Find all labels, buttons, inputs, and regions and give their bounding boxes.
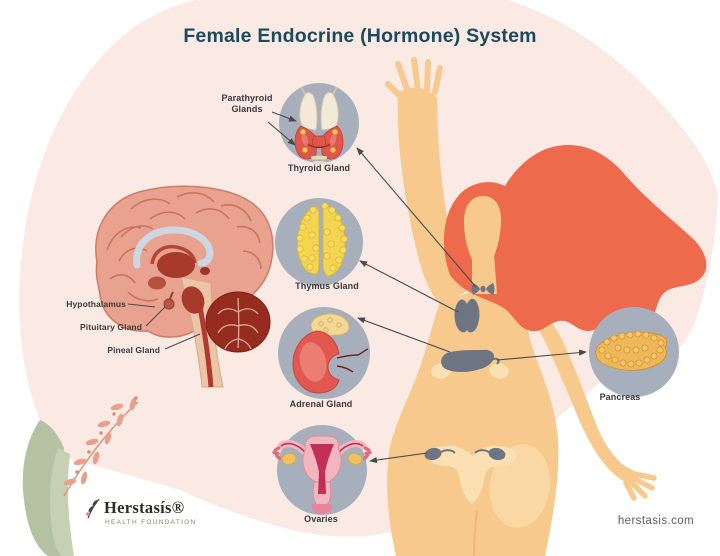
thymus-lobules [296, 202, 348, 272]
pituitary-body [163, 298, 175, 310]
label-parathyroid-line2: Glands [231, 104, 263, 114]
label-ovaries: Ovaries [304, 514, 338, 524]
brain-gyri [106, 192, 262, 302]
ovaries-uterus-illustration [272, 435, 372, 514]
ovary-marker-right [488, 447, 506, 461]
figure-hair-lock [497, 196, 512, 263]
connector-arrows [267, 111, 587, 464]
adrenal-gland-illustration [292, 313, 369, 394]
figure-hair [443, 144, 707, 332]
thyroid-marker [471, 283, 480, 295]
ovaries-callout [272, 425, 372, 515]
arrow-pancreas [496, 349, 587, 361]
label-adrenal-gland: Adrenal Gland [289, 399, 353, 409]
thyroid-marker-right [486, 283, 495, 295]
label-pancreas: Pancreas [599, 392, 641, 402]
cerebellum [205, 291, 271, 353]
thalamus [157, 252, 195, 278]
green-plant-decoration [22, 420, 74, 556]
figure-right-arm [522, 300, 657, 501]
label-pineal-gland: Pineal Gland [107, 345, 160, 355]
label-thymus-gland: Thymus Gland [295, 281, 359, 291]
thymus-marker [454, 298, 480, 333]
website-text: herstasis.com [617, 515, 694, 527]
page-title: Female Endocrine (Hormone) System [183, 25, 537, 47]
logo-branch-icon [86, 498, 100, 519]
arrow-parathyroid-2 [267, 121, 296, 146]
brain-illustration [95, 185, 274, 388]
pancreas-callout [589, 307, 679, 397]
pelvic-uterus-hint [428, 445, 516, 504]
arrow-parathyroid-1 [271, 111, 297, 122]
female-figure-illustration [385, 57, 707, 556]
label-pituitary-gland: Pituitary Gland [80, 322, 142, 332]
label-parathyroid-line1: Parathyroid [221, 93, 273, 103]
adrenal-gland-callout [278, 307, 370, 399]
pancreas-marker [441, 349, 495, 373]
label-hypothalamus: Hypothalamus [66, 299, 126, 309]
arrow-thyroid [356, 147, 477, 288]
arrow-thymus [359, 260, 459, 313]
corpus-callosum [133, 226, 214, 269]
pancreas-illustration [595, 330, 668, 371]
thyroid-gland-callout [279, 83, 359, 164]
arrow-ovaries [369, 452, 428, 464]
hypothalamus-region [148, 276, 166, 290]
thymus-gland-callout [275, 198, 363, 286]
label-thyroid-gland: Thyroid Gland [287, 163, 351, 173]
cerebellum-arbor [217, 297, 259, 350]
logo-subtitle: HEALTH FOUNDATION [105, 519, 197, 526]
pancreas-marker-tail [489, 357, 500, 365]
logo-name: Herstasís® [104, 498, 185, 517]
pineal-body [200, 267, 210, 275]
ovary-marker-left [424, 447, 442, 461]
arrow-adrenal [357, 317, 451, 353]
body-organ-markers [424, 283, 506, 461]
pink-branch-decoration [63, 396, 139, 497]
pons [181, 286, 205, 314]
leg-crease [473, 509, 478, 556]
kidney-hint-right [489, 363, 509, 379]
parathyroid-dots [300, 129, 338, 153]
brain-label-lines [127, 303, 201, 350]
figure-face [464, 196, 502, 272]
label-parathyroid-glands: Parathyroid Glands [207, 93, 287, 115]
